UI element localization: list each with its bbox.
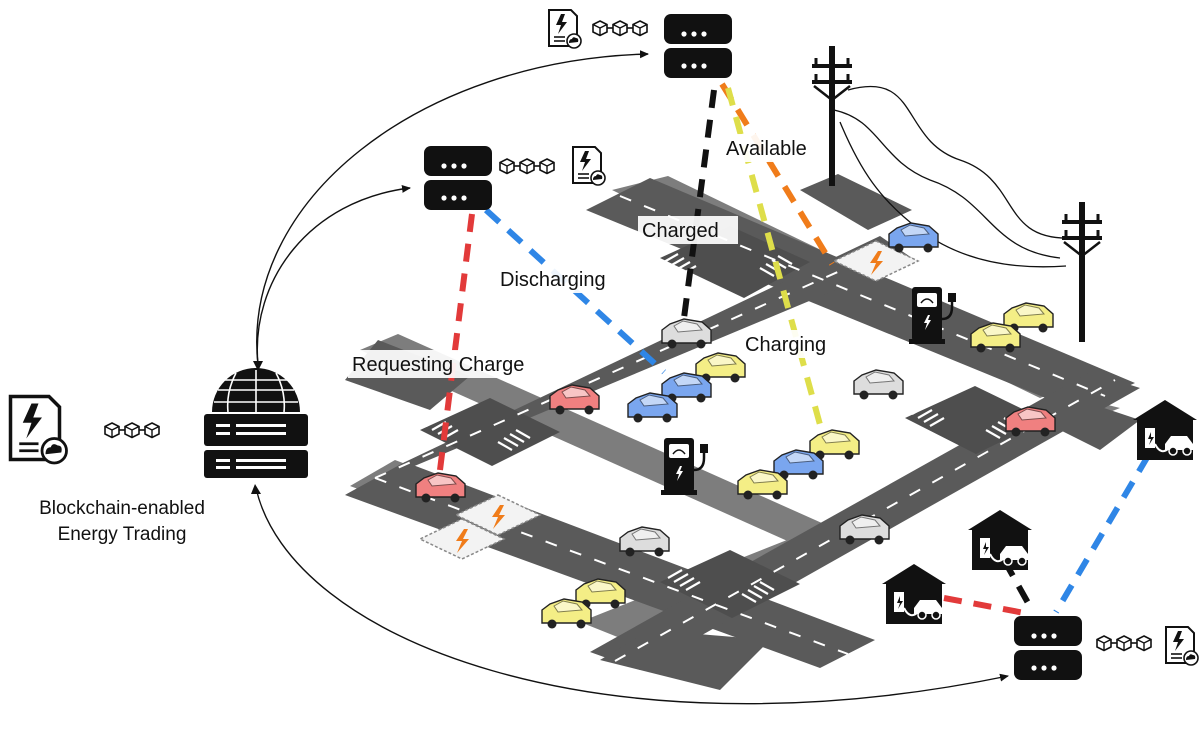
crosswalk-south bbox=[667, 569, 775, 603]
intersection-west bbox=[420, 398, 560, 466]
lane-marking-lower bbox=[374, 477, 849, 655]
trading-arrows bbox=[255, 50, 1009, 705]
energy-document-icon bbox=[1165, 626, 1199, 666]
blockchain-icon bbox=[593, 21, 647, 36]
arrow-to-top-server bbox=[256, 50, 649, 366]
globe-server-icon bbox=[204, 368, 308, 478]
link-house-to-server bbox=[943, 595, 1031, 617]
server-top bbox=[548, 9, 732, 78]
label-charged: Charged bbox=[642, 220, 719, 242]
link-available bbox=[719, 82, 835, 266]
house-charger-icon bbox=[881, 563, 947, 625]
car-icon bbox=[627, 392, 678, 424]
arrow-to-right-server bbox=[255, 487, 1009, 705]
car-icon bbox=[888, 222, 939, 254]
road-east-stub bbox=[1040, 400, 1140, 450]
blockchain-icon bbox=[500, 159, 554, 174]
power-pole-icon bbox=[810, 44, 854, 188]
label-charging: Charging bbox=[745, 334, 826, 356]
central-ledger bbox=[8, 394, 160, 465]
link-house-to-server-2 bbox=[1053, 454, 1151, 614]
arrow-to-left-server bbox=[256, 184, 411, 366]
road-north-stub bbox=[800, 174, 912, 230]
label-discharging: Discharging bbox=[500, 269, 606, 291]
intersection-east bbox=[905, 386, 1045, 454]
server-icon bbox=[664, 10, 732, 78]
energy-document-icon bbox=[548, 9, 582, 49]
energy-document-icon bbox=[572, 146, 606, 186]
server-icon bbox=[424, 142, 492, 210]
car-icon bbox=[853, 369, 904, 401]
house-charger-icon bbox=[967, 509, 1033, 571]
road-sidewalk-left-strip bbox=[360, 334, 860, 560]
car-icon bbox=[549, 384, 600, 416]
caption-line-2: Energy Trading bbox=[57, 524, 187, 545]
link-charged bbox=[681, 89, 717, 319]
link-labels: Available Charged Discharging Charging R… bbox=[348, 134, 846, 378]
blockchain-icon bbox=[1097, 636, 1151, 651]
energy-document-icon bbox=[8, 394, 69, 465]
city-road-network bbox=[345, 174, 1140, 690]
power-wire-1 bbox=[847, 85, 1071, 239]
link-requesting-charge bbox=[437, 213, 475, 471]
label-requesting-charge: Requesting Charge bbox=[352, 354, 524, 376]
intersection-south bbox=[660, 550, 800, 618]
label-available: Available bbox=[726, 138, 807, 160]
caption-line-1: Blockchain-enabled bbox=[39, 498, 205, 519]
lane-marking-west bbox=[374, 245, 897, 479]
server-icon bbox=[1014, 612, 1082, 680]
diagram-caption: Blockchain-enabled Energy Trading bbox=[0, 496, 244, 548]
blockchain-icon bbox=[105, 423, 159, 438]
arrow-heads-start bbox=[251, 361, 263, 494]
server-bottom-right bbox=[1014, 612, 1199, 680]
car-icon bbox=[541, 598, 592, 630]
power-wire-2 bbox=[833, 109, 1061, 259]
car-icon bbox=[737, 469, 788, 501]
house-charger-icon bbox=[1132, 399, 1198, 461]
communication-links bbox=[437, 82, 1151, 617]
server-left bbox=[424, 142, 606, 210]
car-icon bbox=[619, 526, 670, 558]
power-pole-icon bbox=[1060, 200, 1104, 344]
